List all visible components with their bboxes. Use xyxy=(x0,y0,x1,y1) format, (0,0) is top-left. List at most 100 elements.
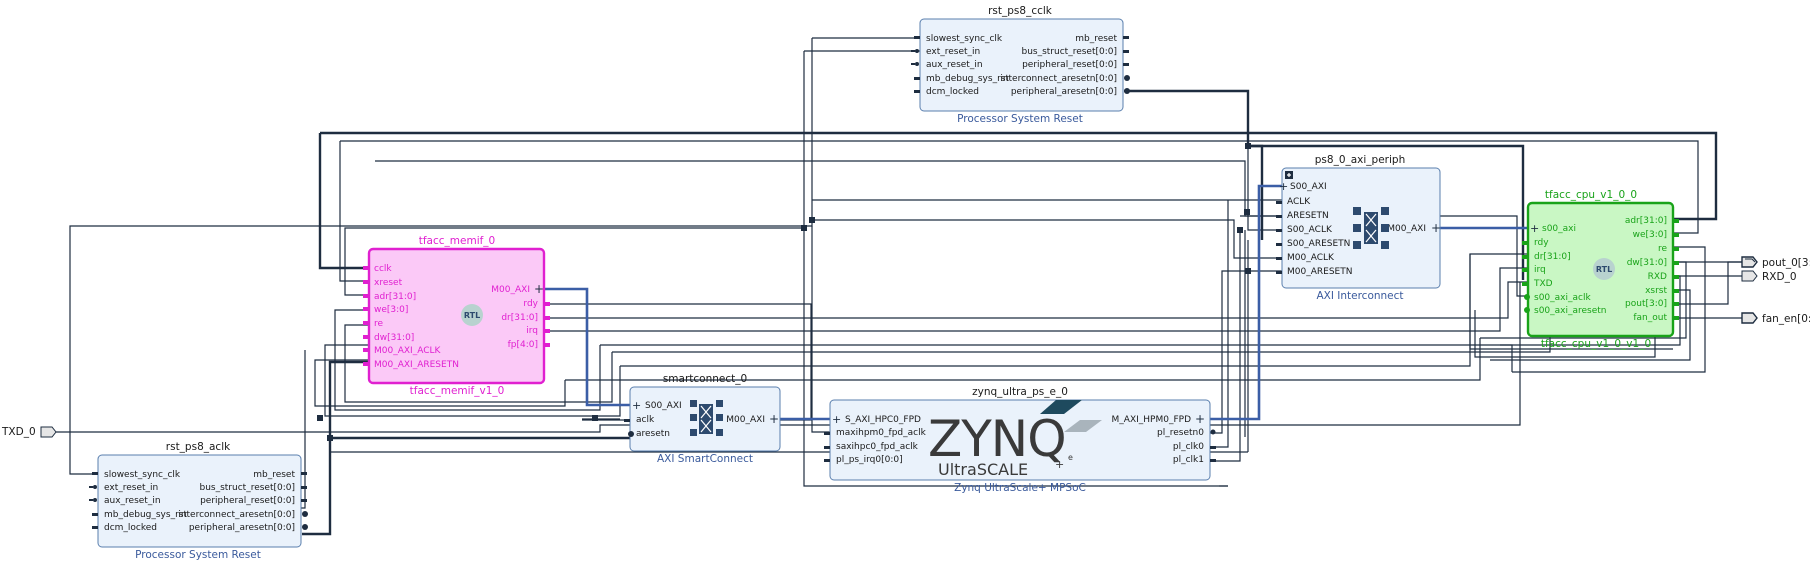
port-label: aclk xyxy=(636,415,655,425)
port-label: interconnect_aresetn[0:0] xyxy=(178,510,295,520)
rtl-badge: RTL xyxy=(461,304,483,326)
port-label: dw[31:0] xyxy=(1627,258,1667,268)
port-label: maxihpm0_fpd_aclk xyxy=(836,428,927,438)
port-label: adr[31:0] xyxy=(1625,216,1667,226)
port-label: pl_clk1 xyxy=(1173,455,1204,465)
external-port-fan[interactable]: fan_en[0:0] xyxy=(1741,312,1810,325)
bus-plus-icon: + xyxy=(1195,412,1205,426)
port-label: M00_AXI xyxy=(491,285,530,295)
port-label: S00_AXI xyxy=(645,401,682,411)
port-label: bus_struct_reset[0:0] xyxy=(1021,47,1117,57)
tfacc-cpu-block[interactable]: tfacc_cpu_v1_0_0 + s00_axi rdy dr[31:0] … xyxy=(1522,189,1679,350)
port-label: M_AXI_HPM0_FPD xyxy=(1112,415,1192,425)
port-label: cclk xyxy=(374,264,392,274)
external-port-rxd[interactable]: RXD_0 xyxy=(1741,270,1797,283)
port-pins xyxy=(824,429,1216,462)
port-label: S_AXI_HPC0_FPD xyxy=(845,415,921,425)
port-label: mb_debug_sys_rst xyxy=(104,510,187,520)
port-label: M00_ARESETN xyxy=(1287,267,1352,277)
external-port-label: RXD_0 xyxy=(1762,271,1797,283)
port-label: RXD xyxy=(1648,272,1667,282)
block-type-label: AXI Interconnect xyxy=(1316,290,1403,302)
block-type-label: AXI SmartConnect xyxy=(657,453,753,465)
block-instance-name: tfacc_memif_0 xyxy=(419,235,496,247)
port-label: aux_reset_in xyxy=(104,496,161,506)
external-port-label: fan_en[0:0] xyxy=(1762,313,1810,325)
interconnect-icon xyxy=(1353,207,1389,249)
port-label: pl_ps_irq0[0:0] xyxy=(836,455,903,465)
block-type-label: Processor System Reset xyxy=(957,113,1083,125)
junctions xyxy=(317,143,1251,441)
block-instance-name: tfacc_cpu_v1_0_0 xyxy=(1545,189,1637,201)
port-label: s00_axi xyxy=(1542,224,1576,234)
port-label: xreset xyxy=(374,278,403,288)
port-label: s00_axi_aresetn xyxy=(1534,306,1607,316)
port-label: interconnect_aresetn[0:0] xyxy=(1000,74,1117,84)
svg-text:e: e xyxy=(1068,453,1073,462)
rst-ps8-cclk-block[interactable]: rst_ps8_cclk slowest_sync_clk ext_reset_… xyxy=(911,5,1130,125)
bus-plus-icon: + xyxy=(1530,222,1539,235)
port-pins xyxy=(1522,219,1679,320)
port-label: bus_struct_reset[0:0] xyxy=(199,483,295,493)
smartconnect-block[interactable]: smartconnect_0 + S00_AXI aclk aresetn M0… xyxy=(624,373,781,465)
svg-text:RTL: RTL xyxy=(1596,265,1612,274)
port-label: fp[4:0] xyxy=(508,340,538,350)
svg-text:RTL: RTL xyxy=(464,311,480,320)
block-instance-name: rst_ps8_cclk xyxy=(988,5,1053,17)
zynq-logo: ZYNQ e UltraSCALE + xyxy=(928,400,1102,479)
bus-plus-icon: + xyxy=(632,399,641,412)
svg-text:+: + xyxy=(1055,458,1064,471)
port-pins xyxy=(1276,201,1282,274)
smartconnect-icon xyxy=(690,400,723,436)
port-label: rdy xyxy=(523,299,538,309)
block-instance-name: smartconnect_0 xyxy=(663,373,747,385)
block-type-label: tfacc_cpu_v1_0_v1_0 xyxy=(1541,338,1651,350)
port-label: pl_resetn0 xyxy=(1157,428,1204,438)
port-label: S00_ARESETN xyxy=(1287,239,1350,249)
port-label: mb_reset xyxy=(1075,34,1117,44)
port-label: TXD xyxy=(1533,279,1553,289)
port-pins xyxy=(624,419,634,437)
bus-plus-icon: + xyxy=(1279,180,1288,193)
port-label: s00_axi_aclk xyxy=(1534,293,1591,303)
port-label: adr[31:0] xyxy=(374,292,416,302)
port-label: ext_reset_in xyxy=(926,47,980,57)
port-label: saxihpc0_fpd_aclk xyxy=(836,442,919,452)
port-label: irq xyxy=(1534,265,1546,275)
input-port-icon xyxy=(40,426,57,438)
port-label: mb_debug_sys_rst xyxy=(926,74,1009,84)
block-body[interactable] xyxy=(829,399,1211,481)
external-port-txd[interactable]: TXD_0 xyxy=(1,426,57,438)
port-label: peripheral_aresetn[0:0] xyxy=(1011,87,1117,97)
bus-plus-icon: + xyxy=(1431,221,1441,235)
axi-interconnect-block[interactable]: ps8_0_axi_periph S00_AXI ACLK ARESETN S0… xyxy=(1276,154,1441,302)
port-pins xyxy=(363,266,550,366)
zynq-ps-block[interactable]: zynq_ultra_ps_e_0 + S_AXI_HPC0_FPD maxih… xyxy=(824,386,1216,494)
port-label: peripheral_reset[0:0] xyxy=(200,496,295,506)
port-label: ARESETN xyxy=(1287,211,1329,221)
block-instance-name: zynq_ultra_ps_e_0 xyxy=(972,386,1068,398)
svg-text:UltraSCALE: UltraSCALE xyxy=(938,460,1028,479)
port-label: M00_AXI xyxy=(726,415,765,425)
port-label: pout[3:0] xyxy=(1625,299,1667,309)
port-label: we[3:0] xyxy=(1633,230,1667,240)
port-label: aresetn xyxy=(636,429,670,439)
port-label: M00_AXI_ACLK xyxy=(374,346,441,356)
port-label: irq xyxy=(526,326,538,336)
port-label: pl_clk0 xyxy=(1173,442,1204,452)
expand-icon[interactable] xyxy=(1285,171,1293,179)
port-label: ACLK xyxy=(1287,197,1311,207)
port-pins xyxy=(911,36,1130,94)
port-label: S00_ACLK xyxy=(1287,225,1333,235)
port-label: S00_AXI xyxy=(1290,182,1327,192)
bus-plus-icon: + xyxy=(534,282,544,296)
port-label: dr[31:0] xyxy=(501,313,538,323)
port-label: dcm_locked xyxy=(926,87,979,97)
bus-plus-icon: + xyxy=(832,413,841,426)
external-port-pout[interactable]: pout_0[3:0] xyxy=(1741,256,1810,269)
port-label: rdy xyxy=(1534,238,1549,248)
rst-ps8-aclk-block[interactable]: rst_ps8_aclk slowest_sync_clk ext_reset_… xyxy=(89,441,308,561)
port-label: slowest_sync_clk xyxy=(104,470,181,480)
tfacc-memif-block[interactable]: tfacc_memif_0 cclk xreset adr[31:0] we[3… xyxy=(363,235,550,397)
